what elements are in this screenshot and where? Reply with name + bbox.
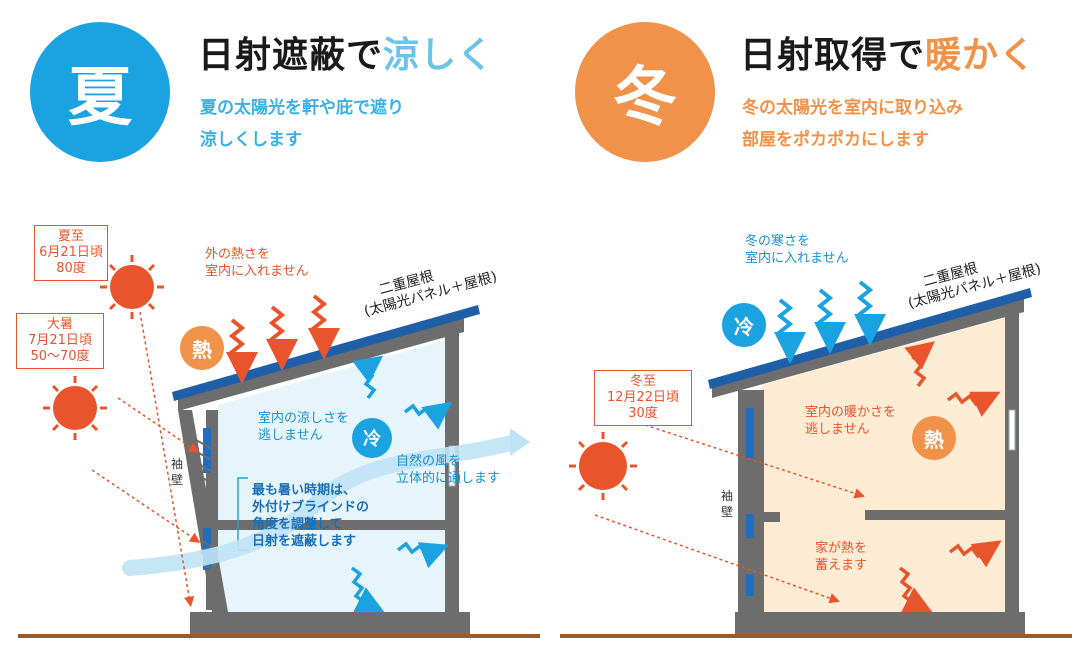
summer-heat-disk: 熱 (180, 326, 224, 370)
summer-wind-head (510, 428, 530, 456)
winter-solstice-callout: 冬至 12月22日頃 30度 (594, 370, 692, 426)
summer-title-accent: 涼しく (383, 35, 495, 76)
winter-window-lower (746, 514, 754, 538)
summer-taisho-callout: 大暑 7月21日頃 50〜70度 (16, 313, 104, 369)
summer-natural-wind-label: 自然の風を 立体的に通します (396, 453, 500, 487)
summer-badge-text: 夏 (68, 61, 132, 135)
winter-cold-arrows (774, 280, 886, 364)
winter-keep-warm-line1: 室内の暖かさを (805, 405, 897, 420)
summer-cool-disk: 冷 (352, 418, 392, 458)
summer-right-window-1 (448, 445, 456, 487)
winter-title: 日射取得で暖かく (740, 26, 1036, 78)
winter-outside-cold-line2: 室内に入れません (745, 251, 849, 266)
winter-house-stores-label: 家が熱を 蓄えます (815, 540, 867, 574)
summer-sun-high (100, 255, 164, 319)
summer-wing-wall-label: 袖壁 (170, 457, 183, 487)
summer-subtitle-line1: 夏の太陽光を軒や庇で遮り (200, 98, 404, 118)
winter-badge: 冬 (575, 22, 715, 162)
winter-heat-disk: 熱 (912, 416, 956, 460)
winter-solstice-angle: 30度 (628, 406, 658, 421)
winter-right-wall (1005, 310, 1019, 614)
summer-heat-arrows (226, 294, 340, 384)
winter-floor-slab-left (762, 512, 780, 522)
winter-warm-arrows (898, 341, 1002, 613)
summer-title: 日射遮蔽で涼しく (198, 26, 494, 78)
winter-keep-warm-line2: 逃しません (805, 422, 870, 437)
summer-outside-heat-label: 外の熱さを 室内に入れません (205, 246, 309, 280)
summer-outside-heat-line2: 室内に入れません (205, 264, 309, 279)
summer-blind-note: 最も暑い時期は、 外付けブラインドの 角度を調整して 日射を遮蔽します (252, 482, 369, 550)
summer-solstice-angle: 80度 (56, 261, 86, 276)
summer-taisho-date: 7月21日頃 (28, 333, 92, 348)
winter-interior (762, 318, 1005, 612)
winter-outside-cold-line1: 冬の寒さを (745, 234, 811, 249)
summer-natural-wind-line2: 立体的に通します (396, 471, 501, 486)
winter-window-bottom (746, 574, 754, 596)
summer-subtitle: 夏の太陽光を軒や庇で遮り 涼しくします (200, 92, 404, 156)
summer-cool-arrows (350, 355, 453, 613)
summer-subtitle-line2: 涼しくします (200, 130, 302, 150)
winter-right-window (1008, 409, 1016, 451)
summer-foundation (190, 612, 470, 634)
winter-heat-disk-text: 熱 (924, 427, 944, 452)
winter-keep-warm-label: 室内の暖かさを 逃しません (805, 404, 896, 438)
summer-interior (218, 340, 445, 612)
summer-sun-low (43, 376, 107, 440)
winter-badge-text: 冬 (613, 61, 677, 135)
winter-title-accent: 暖かく (925, 35, 1037, 76)
summer-cool-disk-text: 冷 (363, 429, 381, 450)
winter-house-stores-line2: 蓄えます (815, 558, 868, 573)
summer-sun-rays (91, 311, 201, 608)
summer-solstice-date: 6月21日頃 (39, 245, 103, 260)
summer-wind-flow (122, 434, 523, 576)
summer-taisho-name: 大暑 (46, 317, 73, 332)
summer-solstice-name: 夏至 (57, 229, 84, 244)
summer-ceiling (178, 316, 464, 411)
summer-taisho-angle: 50〜70度 (30, 349, 90, 364)
winter-house-stores-line1: 家が熱を (815, 541, 868, 556)
winter-sun-rays (594, 424, 865, 604)
winter-outside-cold-label: 冬の寒さを 室内に入れません (745, 233, 849, 267)
winter-window-upper (746, 408, 754, 458)
summer-keep-cool-line1: 室内の涼しさを (258, 411, 350, 426)
winter-wing-wall-label: 袖壁 (720, 489, 733, 519)
summer-blind-note-line3: 角度を調整して (252, 517, 343, 532)
winter-subtitle-line1: 冬の太陽光を室内に取り込み (742, 98, 963, 118)
summer-floor-slab (218, 520, 448, 530)
winter-subtitle-line2: 部屋をポカポカにします (742, 130, 929, 150)
winter-cool-disk-text: 冷 (734, 314, 754, 339)
summer-title-main: 日射遮蔽で (198, 35, 384, 76)
winter-subtitle: 冬の太陽光を室内に取り込み 部屋をポカポカにします (742, 92, 963, 156)
winter-solstice-name: 冬至 (629, 374, 656, 389)
summer-outside-heat-line1: 外の熱さを (205, 247, 271, 262)
summer-blind-note-line2: 外付けブラインドの (252, 500, 370, 515)
summer-badge: 夏 (30, 22, 170, 162)
summer-blind-note-line1: 最も暑い時期は、 (252, 483, 357, 498)
summer-blind-note-line4: 日射を遮蔽します (252, 534, 357, 549)
winter-solstice-date: 12月22日頃 (606, 390, 680, 405)
winter-sun (569, 432, 637, 500)
summer-keep-cool-line2: 逃しません (258, 428, 323, 443)
summer-solstice-callout: 夏至 6月21日頃 80度 (34, 225, 108, 281)
summer-keep-cool-label: 室内の涼しさを 逃しません (258, 410, 349, 444)
summer-window-upper (203, 428, 211, 473)
winter-floor-slab-right (865, 510, 1007, 520)
summer-natural-wind-line1: 自然の風を (396, 454, 462, 469)
winter-title-main: 日射取得で (740, 35, 926, 76)
winter-cool-disk: 冷 (722, 303, 766, 347)
summer-heat-disk-text: 熱 (192, 337, 212, 362)
winter-foundation (735, 612, 1025, 634)
